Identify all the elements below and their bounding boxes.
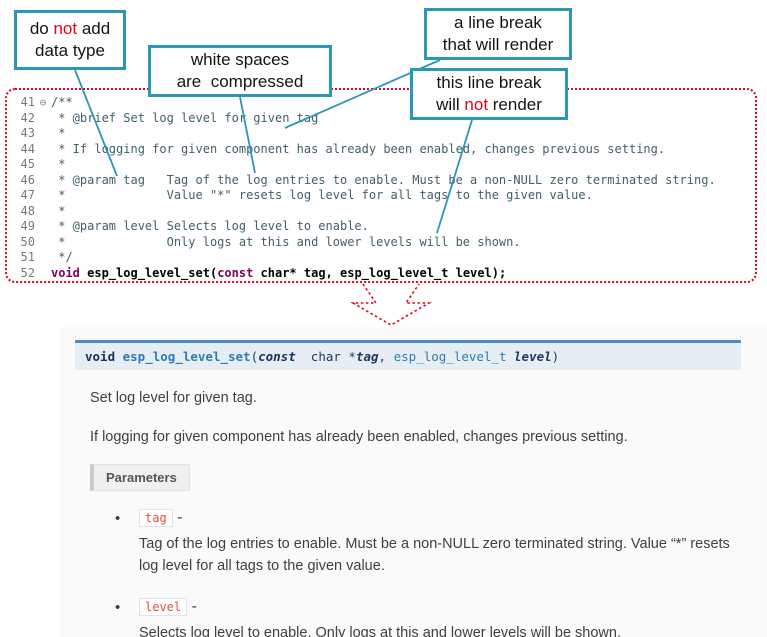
- parameters-label: Parameters: [90, 464, 190, 492]
- code-line: 43 *: [13, 126, 755, 142]
- fold-gutter: [35, 188, 51, 204]
- bullet-dot-icon: •: [115, 510, 121, 528]
- fold-gutter: [35, 126, 51, 142]
- parameter-dash: -: [187, 597, 197, 615]
- callout-line: a line break: [454, 12, 542, 32]
- rendered-doc-panel: void esp_log_level_set(const char *tag, …: [60, 327, 767, 637]
- sig-paren-close: ): [551, 349, 560, 364]
- line-number: 49: [20, 219, 35, 233]
- sig-function-name: esp_log_level_set: [115, 349, 251, 364]
- parameter-item: • tag - Tag of the log entries to enable…: [115, 509, 744, 578]
- code-line-declaration: 52 void esp_log_level_set(const char* tag…: [13, 266, 755, 282]
- fold-gutter: [35, 235, 51, 251]
- parameter-description: Tag of the log entries to enable. Must b…: [139, 536, 730, 574]
- code-line: 46 * @param tag Tag of the log entries t…: [13, 173, 755, 189]
- detail-paragraph: If logging for given component has alrea…: [90, 429, 628, 446]
- parameter-name-chip: tag: [139, 509, 173, 528]
- callout-text: render: [488, 95, 542, 114]
- fold-gutter: [35, 219, 51, 235]
- callout-break-render: a line break that will render: [424, 8, 572, 60]
- code-text: */: [51, 250, 73, 264]
- code-text: * If logging for given component has alr…: [51, 141, 666, 156]
- line-number: 50: [20, 234, 35, 249]
- line-number: 43: [20, 126, 35, 140]
- code-line: 51 */: [13, 250, 755, 266]
- fold-gutter: [35, 250, 51, 266]
- code-text: *: [51, 126, 66, 140]
- line-number: 45: [20, 157, 35, 171]
- parameter-name-chip: level: [139, 597, 188, 616]
- line-number: 44: [20, 141, 35, 156]
- brief-paragraph: Set log level for given tag.: [90, 390, 257, 406]
- code-line: 49 * @param level Selects log level to e…: [13, 219, 755, 235]
- fold-gutter: [35, 142, 51, 158]
- fold-gutter: [35, 157, 51, 173]
- callout-line: do not add: [23, 18, 117, 40]
- callout-line: that will render: [442, 35, 554, 54]
- line-number: 52: [20, 265, 35, 280]
- callout-whitespace: white spaces are compressed: [148, 45, 332, 97]
- callout-line: will not render: [419, 94, 559, 116]
- code-line: 44 * If logging for given component has …: [13, 142, 755, 158]
- line-number: 41: [20, 95, 35, 109]
- code-line: 42 * @brief Set log level for given tag: [13, 111, 755, 127]
- fold-gutter: [35, 204, 51, 220]
- line-number: 47: [20, 188, 35, 202]
- code-line: 41 ⊖ /**: [13, 95, 755, 111]
- fold-marker-icon[interactable]: ⊖: [39, 96, 47, 109]
- callout-text: add: [77, 18, 111, 38]
- function-signature: void esp_log_level_set(const char *tag, …: [75, 340, 741, 370]
- code-text: *: [51, 203, 66, 218]
- callout-text: will: [436, 95, 465, 114]
- sig-comma: ,: [378, 349, 394, 364]
- code-editor-snippet: 41 ⊖ /** 42 * @brief Set log level for giv…: [5, 88, 757, 283]
- sig-return-type: void: [85, 349, 116, 364]
- bullet-dot-icon: •: [115, 598, 121, 616]
- code-text: /**: [51, 95, 73, 109]
- fold-gutter: [35, 266, 51, 282]
- function-name-code: esp_log_level_set(: [79, 265, 218, 280]
- sig-type-char: char *: [295, 349, 356, 364]
- parameter-list: • tag - Tag of the log entries to enable…: [115, 509, 767, 637]
- code-text: * Value "*" resets log level for all tag…: [51, 188, 593, 202]
- line-number: 42: [20, 110, 35, 125]
- sig-const-keyword: const: [258, 349, 296, 364]
- code-text: * @param tag Tag of the log entries to e…: [51, 172, 716, 187]
- line-number: 46: [20, 172, 35, 187]
- code-text: *: [51, 157, 66, 171]
- code-line: 45 *: [13, 157, 755, 173]
- parameter-description: Selects log level to enable. Only logs a…: [139, 624, 621, 637]
- callout-text: do: [29, 18, 54, 38]
- sig-paren: (: [250, 349, 259, 364]
- dotted-arrow-down-icon: [350, 283, 432, 326]
- code-text: * Only logs at this and lower levels wil…: [51, 234, 521, 249]
- fold-gutter: [35, 173, 51, 189]
- code-line: 47 * Value "*" resets log level for all …: [13, 188, 755, 204]
- code-line: 50 * Only logs at this and lower levels …: [13, 235, 755, 251]
- callout-line: white spaces: [190, 49, 290, 69]
- code-line: 48 *: [13, 204, 755, 220]
- sig-param-level: level: [514, 349, 552, 364]
- code-text: * @param level Selects log level to enab…: [51, 219, 369, 233]
- sig-param-tag: tag: [355, 349, 379, 364]
- keyword-void: void: [51, 265, 80, 280]
- parameter-dash: -: [172, 509, 183, 527]
- callout-break-norender: this line break will not render: [410, 68, 568, 120]
- callout-line: are compressed: [176, 72, 304, 91]
- callout-line: this line break: [436, 72, 542, 92]
- fold-gutter: [35, 111, 51, 127]
- line-number: 51: [20, 250, 35, 264]
- callout-text-red: not: [464, 95, 489, 114]
- callout-no-datatype: do not add data type: [14, 10, 126, 70]
- callout-text-red: not: [53, 18, 78, 38]
- code-text: * @brief Set log level for given tag: [51, 110, 319, 125]
- line-number: 48: [20, 203, 35, 218]
- callout-line: data type: [35, 41, 105, 60]
- sig-type-link[interactable]: esp_log_level_t: [393, 349, 515, 364]
- declaration-rest: char* tag, esp_log_level_t level);: [253, 265, 507, 280]
- parameter-item: • level - Selects log level to enable. O…: [115, 597, 744, 637]
- keyword-const: const: [217, 265, 254, 280]
